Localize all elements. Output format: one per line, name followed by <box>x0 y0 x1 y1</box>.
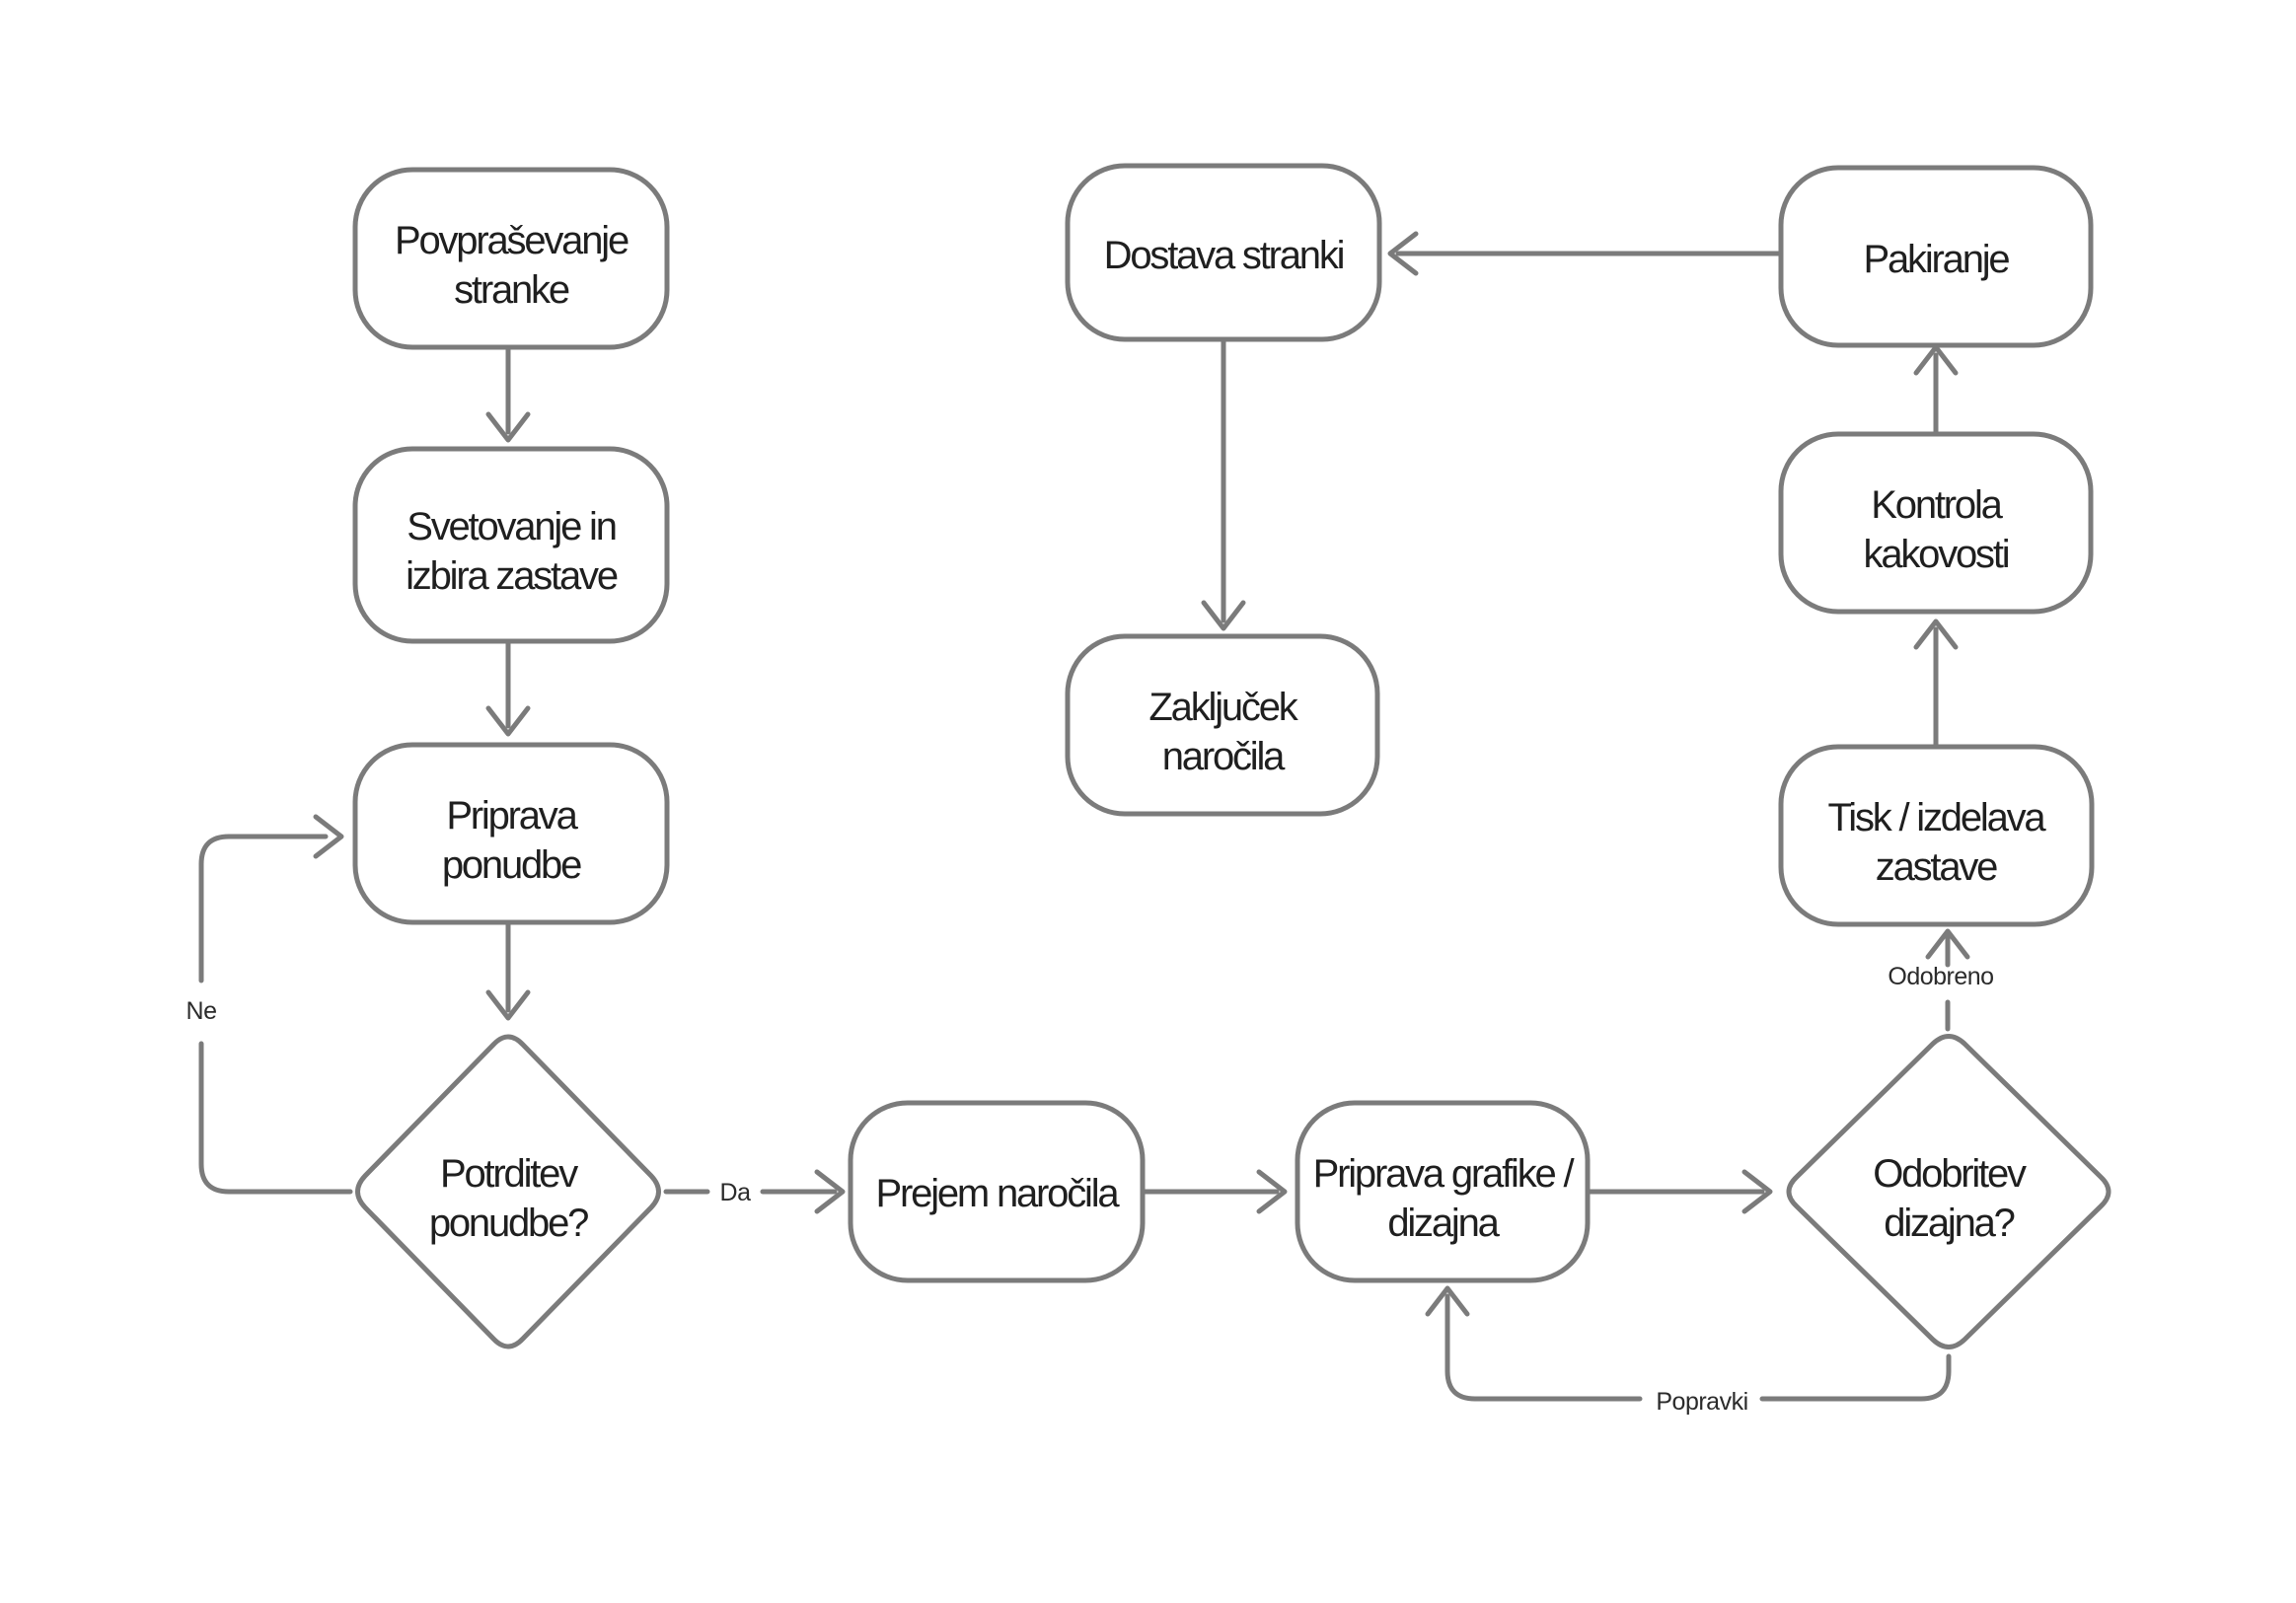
node-label: izbira zastave <box>406 554 618 598</box>
node-label: dizajna <box>1387 1202 1500 1245</box>
node-label: Prejem naročila <box>876 1172 1121 1215</box>
edge-line <box>198 1041 353 1195</box>
node-label: Potrditev <box>440 1152 578 1196</box>
edge-tisk-to-kontrola <box>1913 619 1959 750</box>
node-label: ponudbe? <box>429 1202 588 1245</box>
process-shape[interactable] <box>1295 1100 1591 1283</box>
process-shape[interactable] <box>352 446 670 644</box>
node-label: zastave <box>1876 845 1997 889</box>
edge-odobritev-odobreno-to-tisk: Odobreno <box>1888 928 1994 1032</box>
process-shape[interactable] <box>352 742 670 925</box>
edge-kontrola-to-pakiranje <box>1913 344 1959 437</box>
edge-svetovanje-to-priprava-ponudbe <box>485 638 531 737</box>
node-priprava-ponudbe[interactable]: Priprava ponudbe <box>352 742 670 925</box>
edge-prejem-to-priprava-grafike <box>1139 1169 1288 1214</box>
arrowhead-right-icon <box>313 814 344 859</box>
process-shape[interactable] <box>1065 633 1380 817</box>
node-label: stranke <box>454 268 569 312</box>
node-label: naročila <box>1162 735 1286 778</box>
arrowhead-down-icon <box>485 989 531 1021</box>
edge-priprava-grafike-to-odobritev <box>1584 1169 1773 1214</box>
node-pakiranje[interactable]: Pakiranje <box>1778 165 2094 348</box>
node-label: ponudbe <box>442 843 581 887</box>
decision-shape[interactable] <box>355 1034 661 1349</box>
node-label: Zaključek <box>1148 686 1298 729</box>
node-priprava-grafike-dizajna[interactable]: Priprava grafike / dizajna <box>1295 1100 1591 1283</box>
process-shape[interactable] <box>848 1100 1146 1283</box>
arrowhead-down-icon <box>1201 600 1246 631</box>
arrowhead-left-icon <box>1387 231 1419 276</box>
node-label: Svetovanje in <box>407 505 616 548</box>
process-shape[interactable] <box>1065 163 1382 342</box>
process-shape[interactable] <box>1778 165 2094 348</box>
node-label: kakovosti <box>1864 533 2009 576</box>
edge-label-popravki: Popravki <box>1656 1388 1747 1416</box>
edge-pakiranje-to-dostava <box>1387 231 1784 276</box>
node-label: Pakiranje <box>1864 238 2010 281</box>
node-svetovanje-izbira-zastave[interactable]: Svetovanje in izbira zastave <box>352 446 670 644</box>
node-label: Odobritev <box>1873 1152 2027 1196</box>
node-label: Priprava <box>446 794 578 838</box>
process-shape[interactable] <box>1778 431 2094 615</box>
edge-label-da: Da <box>720 1179 752 1206</box>
arrowhead-right-icon <box>1741 1169 1773 1214</box>
edge-potrditev-ne-loop: Ne <box>186 814 353 1195</box>
arrowhead-up-icon <box>1913 619 1959 650</box>
node-zakljucek-narocila[interactable]: Zaključek naročila <box>1065 633 1380 817</box>
process-shape[interactable] <box>1778 744 2095 927</box>
node-dostava-stranki[interactable]: Dostava stranki <box>1065 163 1382 342</box>
edge-priprava-ponudbe-to-potrditev <box>485 919 531 1021</box>
node-label: Povpraševanje <box>395 219 629 262</box>
node-label: Tisk / izdelava <box>1828 796 2047 839</box>
edge-line <box>1759 1353 1952 1402</box>
edge-odobritev-popravki-loop: Popravki <box>1425 1285 1952 1416</box>
node-label: Kontrola <box>1871 483 2003 527</box>
arrowhead-right-icon <box>814 1169 846 1214</box>
node-label: Priprava grafike / <box>1313 1152 1576 1196</box>
arrowhead-down-icon <box>485 705 531 737</box>
process-shape[interactable] <box>352 167 670 350</box>
node-label: dizajna? <box>1884 1202 2014 1245</box>
edge-line <box>198 834 329 984</box>
arrowhead-up-icon <box>1425 1285 1470 1317</box>
edge-povprasevanje-to-svetovanje <box>485 344 531 443</box>
node-label: Dostava stranki <box>1104 234 1344 277</box>
arrowhead-right-icon <box>1256 1169 1288 1214</box>
edge-potrditev-da-to-prejem: Da <box>663 1169 846 1214</box>
edge-label-ne: Ne <box>186 997 217 1025</box>
edge-label-odobreno: Odobreno <box>1888 963 1993 990</box>
node-potrditev-ponudbe[interactable]: Potrditev ponudbe? <box>355 1034 661 1349</box>
edge-dostava-to-zakljucek <box>1201 336 1246 631</box>
node-prejem-narocila[interactable]: Prejem naročila <box>848 1100 1146 1283</box>
node-povprasevanje-stranke[interactable]: Povpraševanje stranke <box>352 167 670 350</box>
decision-shape[interactable] <box>1786 1034 2111 1349</box>
node-tisk-izdelava-zastave[interactable]: Tisk / izdelava zastave <box>1778 744 2095 927</box>
node-kontrola-kakovosti[interactable]: Kontrola kakovosti <box>1778 431 2094 615</box>
edge-line <box>1444 1293 1643 1402</box>
arrowhead-up-icon <box>1925 928 1970 960</box>
arrowhead-down-icon <box>485 411 531 443</box>
node-odobritev-dizajna[interactable]: Odobritev dizajna? <box>1786 1034 2111 1349</box>
